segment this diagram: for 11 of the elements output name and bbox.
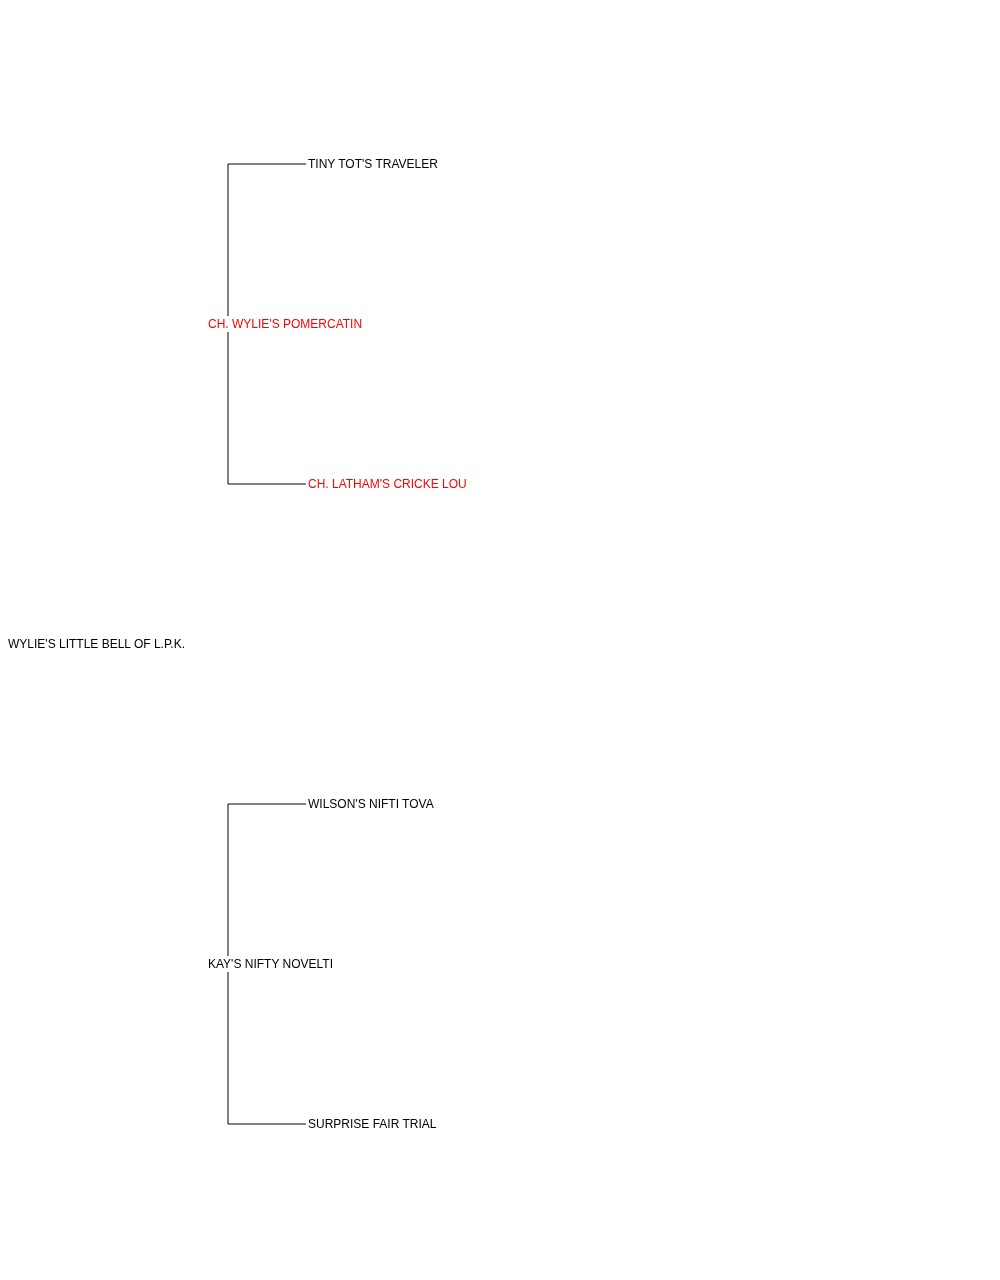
pedigree-connector [227,163,307,317]
pedigree-connector [227,803,307,957]
dog-name: KAY'S NIFTY NOVELTI [208,956,333,972]
pedigree-connector [227,331,307,485]
dog-name: TINY TOT'S TRAVELER [308,156,438,172]
pedigree-connector [227,971,307,1125]
dog-name: SURPRISE FAIR TRIAL [308,1116,437,1132]
dog-name: WILSON'S NIFTI TOVA [308,796,434,812]
dog-name: WYLIE'S LITTLE BELL OF L.P.K. [8,636,186,652]
dog-name: CH. LATHAM'S CRICKE LOU [308,476,467,492]
dog-name: CH. WYLIE'S POMERCATIN [208,316,363,332]
